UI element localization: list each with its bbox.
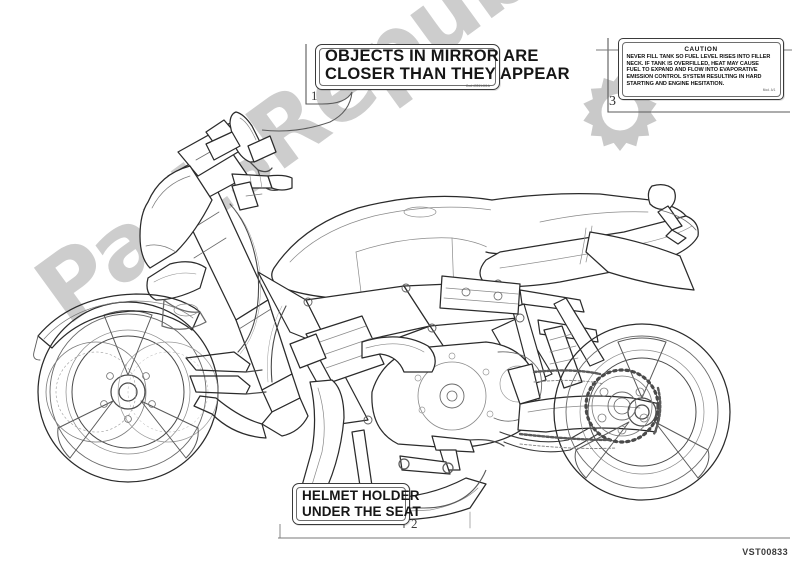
- helmet-holder-label[interactable]: HELMET HOLDER UNDER THE SEAT: [292, 483, 421, 525]
- caution-body-line-3: FUEL TO EXPAND AND FLOW INTO EVAPORATIVE: [626, 67, 758, 74]
- mirror-label-code: Cod.43511461A: [465, 83, 490, 88]
- mirror-warning-label[interactable]: OBJECTS IN MIRROR ARE CLOSER THAN THEY A…: [315, 44, 570, 90]
- helmet-label-line-2: UNDER THE SEAT: [302, 504, 421, 519]
- document-reference-code: VST00833: [742, 547, 788, 557]
- mirror-label-line-1: OBJECTS IN MIRROR ARE: [325, 46, 539, 65]
- fuel-caution-label[interactable]: CAUTION NEVER FILL TANK SO FUEL LEVEL RI…: [618, 38, 784, 100]
- helmet-label-line-1: HELMET HOLDER: [302, 488, 420, 503]
- callout-number-2[interactable]: 2: [411, 516, 418, 531]
- callout-number-1[interactable]: 1: [311, 88, 318, 103]
- callout-number-3[interactable]: 3: [609, 94, 616, 109]
- caution-body-line-4: EMISSION CONTROL SYSTEM RESULTING IN HAR…: [626, 74, 762, 81]
- caution-label-code: Mod. A/1: [762, 87, 776, 93]
- mirror-label-line-2: CLOSER THAN THEY APPEAR: [325, 64, 570, 83]
- caution-body-line-1: NEVER FILL TANK SO FUEL LEVEL RISES INTO…: [626, 54, 771, 61]
- caution-title: CAUTION: [684, 45, 718, 53]
- caution-body-line-5: STARTING AND ENGINE HESITATION.: [626, 80, 725, 87]
- caution-body-line-2: NECK. IF TANK IS OVERFILLED, HEAT MAY CA…: [626, 60, 759, 67]
